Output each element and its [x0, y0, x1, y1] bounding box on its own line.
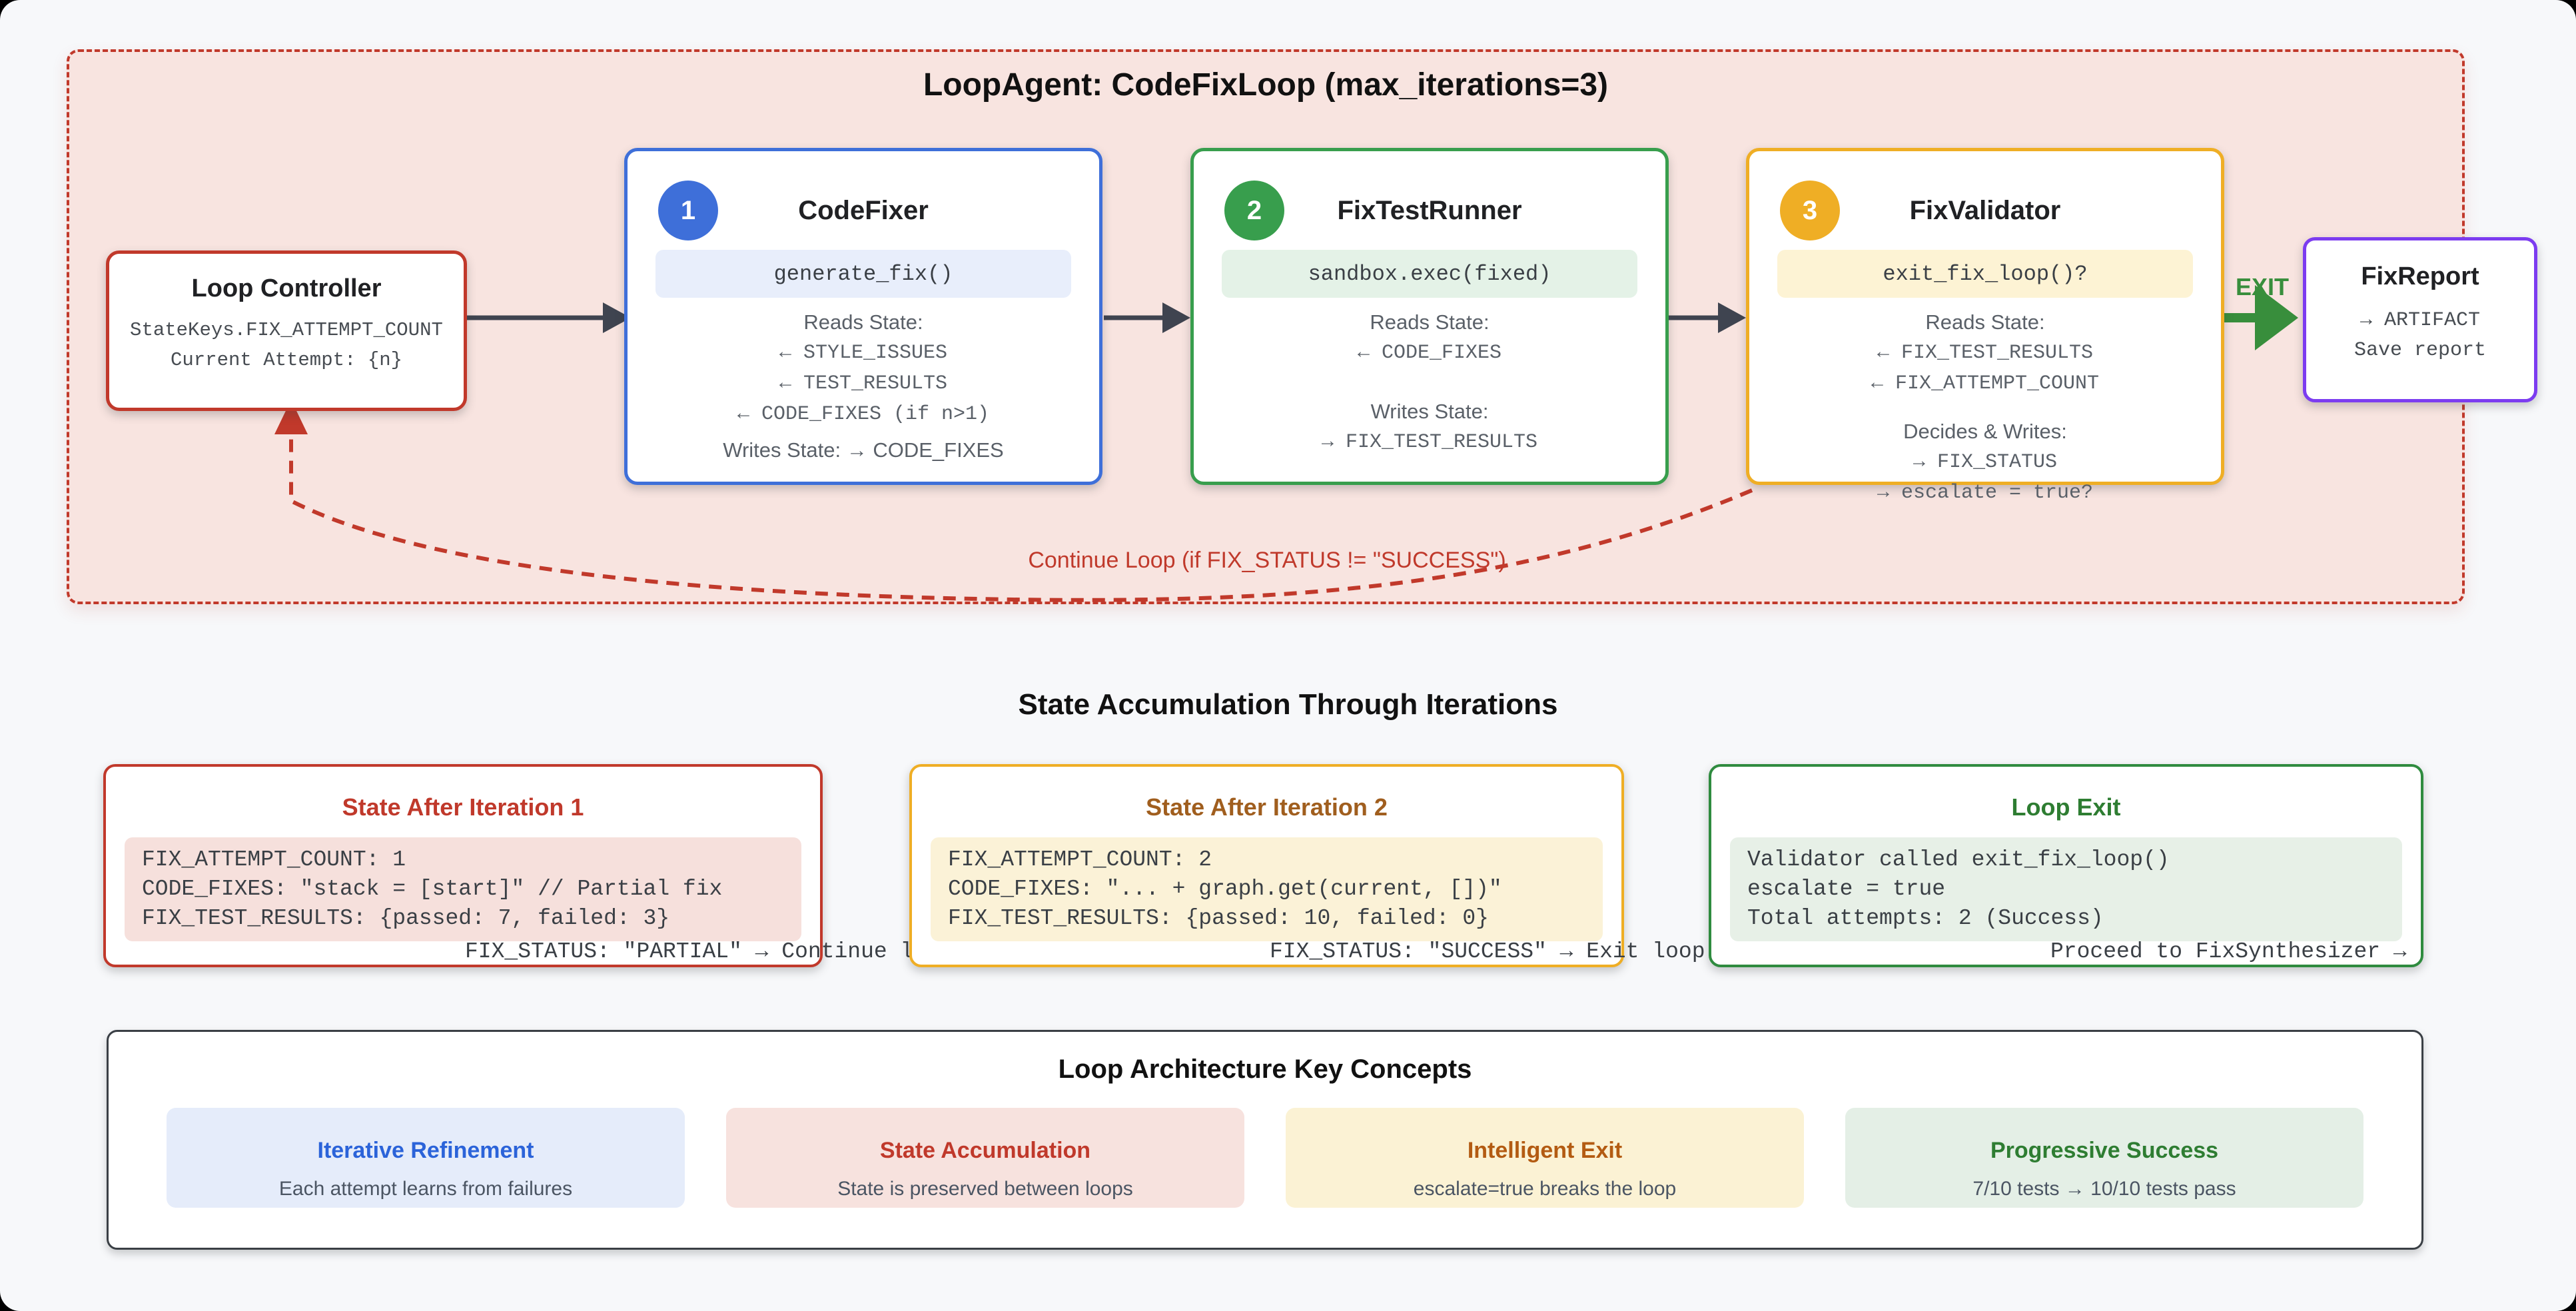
agent-rows: Reads State: ← STYLE_ISSUES ← TEST_RESULTS… [628, 307, 1099, 466]
agent-row: ← CODE_FIXES [1357, 342, 1502, 364]
agent-row: → FIX_TEST_RESULTS [1321, 431, 1538, 454]
fix-report-line: → ARTIFACT [2360, 309, 2481, 332]
agent-method-pill: exit_fix_loop()? [1777, 250, 2193, 298]
agent-row: → escalate = true? [1877, 482, 2094, 504]
concept-subtitle: escalate=true breaks the loop [1413, 1178, 1677, 1200]
agent-rows: Reads State: ← FIX_TEST_RESULTS ← FIX_ATTE… [1749, 307, 2221, 508]
loop-controller-lines: StateKeys.FIX_ATTEMPT_COUNT Current Atte… [109, 315, 464, 375]
agent-card: 3 FixValidator exit_fix_loop()? Reads St… [1746, 148, 2224, 504]
key-concepts-heading: Loop Architecture Key Concepts [1058, 1055, 1472, 1084]
loop-controller-title: Loop Controller [191, 274, 382, 302]
concept-title: Iterative Refinement [317, 1138, 534, 1163]
agent-number-badge: 1 [658, 181, 718, 240]
concept-subtitle: 7/10 tests → 10/10 tests pass [1972, 1178, 2236, 1200]
agent-row: Reads State: [1370, 310, 1490, 334]
state-card: Loop Exit Validator called exit_fix_loop… [1709, 764, 2423, 967]
state-code-panel: FIX_ATTEMPT_COUNT: 2 CODE_FIXES: "... + g… [931, 837, 1603, 941]
agent-rows: Reads State: ← CODE_FIXES Writes State: → F… [1194, 307, 1665, 458]
agent-title: CodeFixer [798, 196, 929, 225]
agent-row: Writes State: → CODE_FIXES [723, 438, 1004, 462]
state-code-line: FIX_TEST_RESULTS: {passed: 7, failed: 3} [142, 906, 670, 931]
agent-number-badge: 3 [1780, 181, 1840, 240]
state-card: State After Iteration 1 FIX_ATTEMPT_COUN… [103, 764, 823, 967]
concept-subtitle: Each attempt learns from failures [278, 1178, 573, 1200]
state-overflow-line: FIX_STATUS: "SUCCESS" → Exit loop [1270, 939, 1705, 964]
agent-card: 1 CodeFixer generate_fix() Reads State: ←… [624, 148, 1102, 485]
concept-title: Progressive Success [1990, 1138, 2219, 1163]
fix-report-card: FixReport → ARTIFACT Save report [2303, 237, 2537, 402]
concept-card: Progressive Success 7/10 tests → 10/10 t… [1845, 1108, 2363, 1208]
agent-row: ← FIX_ATTEMPT_COUNT [1871, 372, 2100, 395]
agent-row: ← STYLE_ISSUES [779, 342, 948, 364]
state-code-line: FIX_TEST_RESULTS: {passed: 10, failed: 0… [948, 906, 1489, 931]
state-code-line: CODE_FIXES: "... + graph.get(current, []… [948, 877, 1502, 901]
state-code-line: FIX_ATTEMPT_COUNT: 1 [142, 847, 406, 872]
loop-controller-line: Current Attempt: {n} [170, 349, 403, 371]
agent-card: 2 FixTestRunner sandbox.exec(fixed) Read… [1190, 148, 1669, 485]
state-section-heading: State Accumulation Through Iterations [1018, 688, 1558, 721]
key-concepts-card: Loop Architecture Key Concepts Iterative… [107, 1030, 2423, 1250]
loop-controller-card: Loop Controller StateKeys.FIX_ATTEMPT_CO… [106, 250, 467, 411]
concept-subtitle: State is preserved between loops [837, 1178, 1133, 1200]
agent-row: → FIX_STATUS [1913, 451, 2058, 474]
agent-row: Writes State: [1370, 400, 1489, 423]
agent-row: ← CODE_FIXES (if n>1) [737, 403, 990, 426]
concept-title: Intelligent Exit [1467, 1138, 1623, 1163]
concepts-row: Iterative Refinement Each attempt learns… [109, 1108, 2421, 1208]
agent-row: Reads State: [1925, 310, 2045, 334]
state-card: State After Iteration 2 FIX_ATTEMPT_COUN… [909, 764, 1624, 967]
agent-number-badge: 2 [1224, 181, 1284, 240]
agent-row: Reads State: [803, 310, 923, 334]
agent-method-pill: generate_fix() [655, 250, 1071, 298]
state-code-line: escalate = true [1747, 877, 1946, 901]
agent-title: FixTestRunner [1337, 196, 1522, 225]
fix-report-lines: → ARTIFACT Save report [2306, 306, 2534, 366]
agent-row: ← FIX_TEST_RESULTS [1877, 342, 2094, 364]
loop-agent-title: LoopAgent: CodeFixLoop (max_iterations=3… [923, 67, 1609, 103]
fix-report-title: FixReport [2361, 262, 2479, 290]
agent-title: FixValidator [1909, 196, 2061, 225]
state-card-title: State After Iteration 2 [1146, 793, 1388, 821]
concept-card: State Accumulation State is preserved be… [726, 1108, 1244, 1208]
concept-card: Intelligent Exit escalate=true breaks th… [1286, 1108, 1804, 1208]
state-code-panel: Validator called exit_fix_loop() escalate… [1730, 837, 2402, 941]
loop-controller-line: StateKeys.FIX_ATTEMPT_COUNT [130, 319, 443, 341]
state-code-line: Validator called exit_fix_loop() [1747, 847, 2170, 872]
concept-card: Iterative Refinement Each attempt learns… [167, 1108, 685, 1208]
concept-title: State Accumulation [879, 1138, 1091, 1163]
state-code-panel: FIX_ATTEMPT_COUNT: 1 CODE_FIXES: "stack =… [125, 837, 801, 941]
state-code-line: FIX_ATTEMPT_COUNT: 2 [948, 847, 1212, 872]
agent-method-pill: sandbox.exec(fixed) [1222, 250, 1637, 298]
agent-row: Decides & Writes: [1903, 420, 2067, 443]
exit-label: EXIT [2235, 273, 2289, 300]
state-code-line: Total attempts: 2 (Success) [1747, 906, 2104, 931]
continue-loop-label: Continue Loop (if FIX_STATUS != "SUCCESS… [1028, 548, 1506, 573]
state-card-title: Loop Exit [2011, 793, 2121, 821]
fix-report-line: Save report [2354, 339, 2487, 362]
state-code-line: CODE_FIXES: "stack = [start]" // Partial… [142, 877, 723, 901]
state-overflow-line: Proceed to FixSynthesizer → [2050, 939, 2407, 964]
agent-row: ← TEST_RESULTS [779, 372, 948, 395]
state-overflow-line: FIX_STATUS: "PARTIAL" → Continue loop [465, 939, 953, 964]
state-card-title: State After Iteration 1 [342, 793, 584, 821]
